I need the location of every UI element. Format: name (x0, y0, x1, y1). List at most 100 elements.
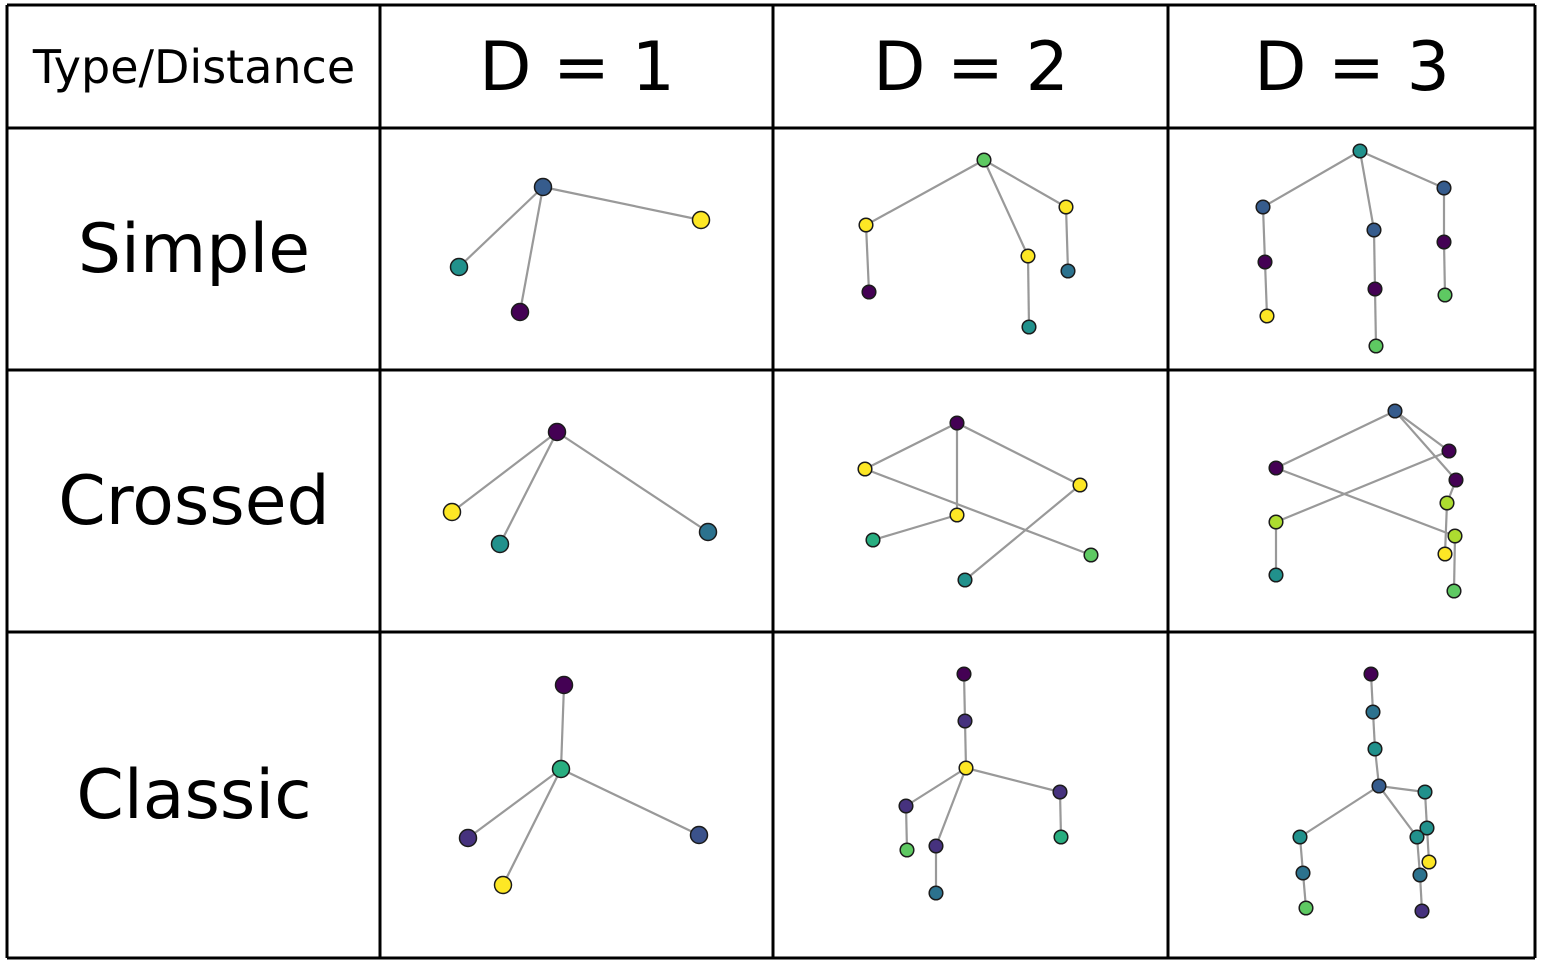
tree-node (898, 798, 914, 814)
tree-edge (872, 513, 958, 542)
tree-node (1352, 143, 1368, 159)
tree-node (554, 675, 574, 695)
tree-node (442, 502, 462, 522)
tree-edge (1358, 150, 1376, 231)
tree-node (1083, 547, 1099, 563)
tree-node (533, 177, 553, 197)
tree-node (547, 422, 567, 442)
tree-node (949, 507, 965, 523)
tree-node (1366, 222, 1382, 238)
tree-edge (1452, 535, 1457, 592)
tree-edge (1378, 784, 1426, 794)
tree-node (865, 532, 881, 548)
tree-node (1295, 865, 1311, 881)
tree-node (1368, 338, 1384, 354)
tree-edge (542, 185, 702, 222)
tree-node (1060, 263, 1076, 279)
tree-edge (1394, 410, 1457, 481)
tree-edge (1064, 206, 1070, 272)
tree-node (857, 461, 873, 477)
tree-node (1268, 514, 1284, 530)
tree-node (1363, 666, 1379, 682)
tree-classic-d1 (458, 675, 709, 895)
tree-diagrams (442, 143, 1464, 919)
tree-node (1298, 900, 1314, 916)
tree-node (958, 760, 974, 776)
tree-node (957, 572, 973, 588)
tree-node (1417, 784, 1433, 800)
tree-node (1268, 567, 1284, 583)
tree-edge (905, 767, 967, 807)
tree-edge (1372, 229, 1377, 290)
tree-edge (1026, 255, 1031, 328)
tree-edge (864, 422, 958, 470)
tree-edge (560, 768, 700, 836)
tree-node (976, 152, 992, 168)
tree-node (1421, 854, 1437, 870)
tree-node (1058, 199, 1074, 215)
tree-edge (1443, 502, 1449, 555)
tree-node (928, 885, 944, 901)
tree-node (956, 666, 972, 682)
tree-node (1437, 287, 1453, 303)
tree-edge (499, 431, 558, 545)
tree-edge (864, 467, 1092, 557)
tree-node (928, 838, 944, 854)
tree-edge (467, 768, 562, 839)
tree-node (1412, 867, 1428, 883)
tree-simple-d1 (449, 177, 711, 322)
tree-node (1292, 829, 1308, 845)
tree-node (1436, 234, 1452, 250)
tree-node (1387, 403, 1403, 419)
tree-node (458, 828, 478, 848)
tree-edge (559, 684, 566, 770)
tree-node (861, 284, 877, 300)
tree-crossed-d2 (857, 415, 1099, 588)
tree-edge (1275, 449, 1450, 524)
tree-edge (964, 484, 1081, 581)
tree-node (1446, 583, 1462, 599)
tree-node (1447, 528, 1463, 544)
tree-node (1371, 778, 1387, 794)
column-header-d3: D = 3 (1254, 27, 1450, 107)
tree-node (1255, 199, 1271, 215)
tree-edge (1275, 410, 1396, 469)
tree-node (1020, 248, 1036, 264)
tree-node (698, 522, 718, 542)
tree-crossed-d1 (442, 422, 718, 554)
tree-node (691, 210, 711, 230)
tree-node (490, 534, 510, 554)
tree-edge (1299, 785, 1380, 838)
tree-node (1072, 477, 1088, 493)
tree-edge (934, 767, 968, 847)
tree-edge (963, 720, 968, 769)
tree-edge (983, 159, 1067, 208)
tree-node (1021, 319, 1037, 335)
tree-edge (556, 431, 709, 533)
tree-node (1259, 308, 1275, 324)
tree-node (1439, 495, 1455, 511)
tree-node (1448, 472, 1464, 488)
tree-node (858, 217, 874, 233)
tree-edge (965, 766, 1061, 794)
tree-edge (451, 431, 558, 513)
tree-edge (1359, 149, 1445, 190)
row-label-crossed: Crossed (58, 461, 330, 541)
tree-edge (956, 422, 1081, 486)
tree-node (1257, 254, 1273, 270)
tree-node (1419, 820, 1435, 836)
tree-node (1441, 443, 1457, 459)
tree-crossed-d3 (1268, 403, 1464, 599)
tree-edge (1263, 261, 1269, 317)
tree-edge (1275, 466, 1456, 538)
tree-edge (502, 768, 562, 886)
tree-node (689, 825, 709, 845)
tree-edge (864, 224, 871, 293)
tree-node (899, 842, 915, 858)
tree-node (1367, 741, 1383, 757)
tree-node (1367, 281, 1383, 297)
tree-node (1053, 829, 1069, 845)
tree-edge (865, 159, 985, 226)
tree-edge (518, 186, 545, 313)
